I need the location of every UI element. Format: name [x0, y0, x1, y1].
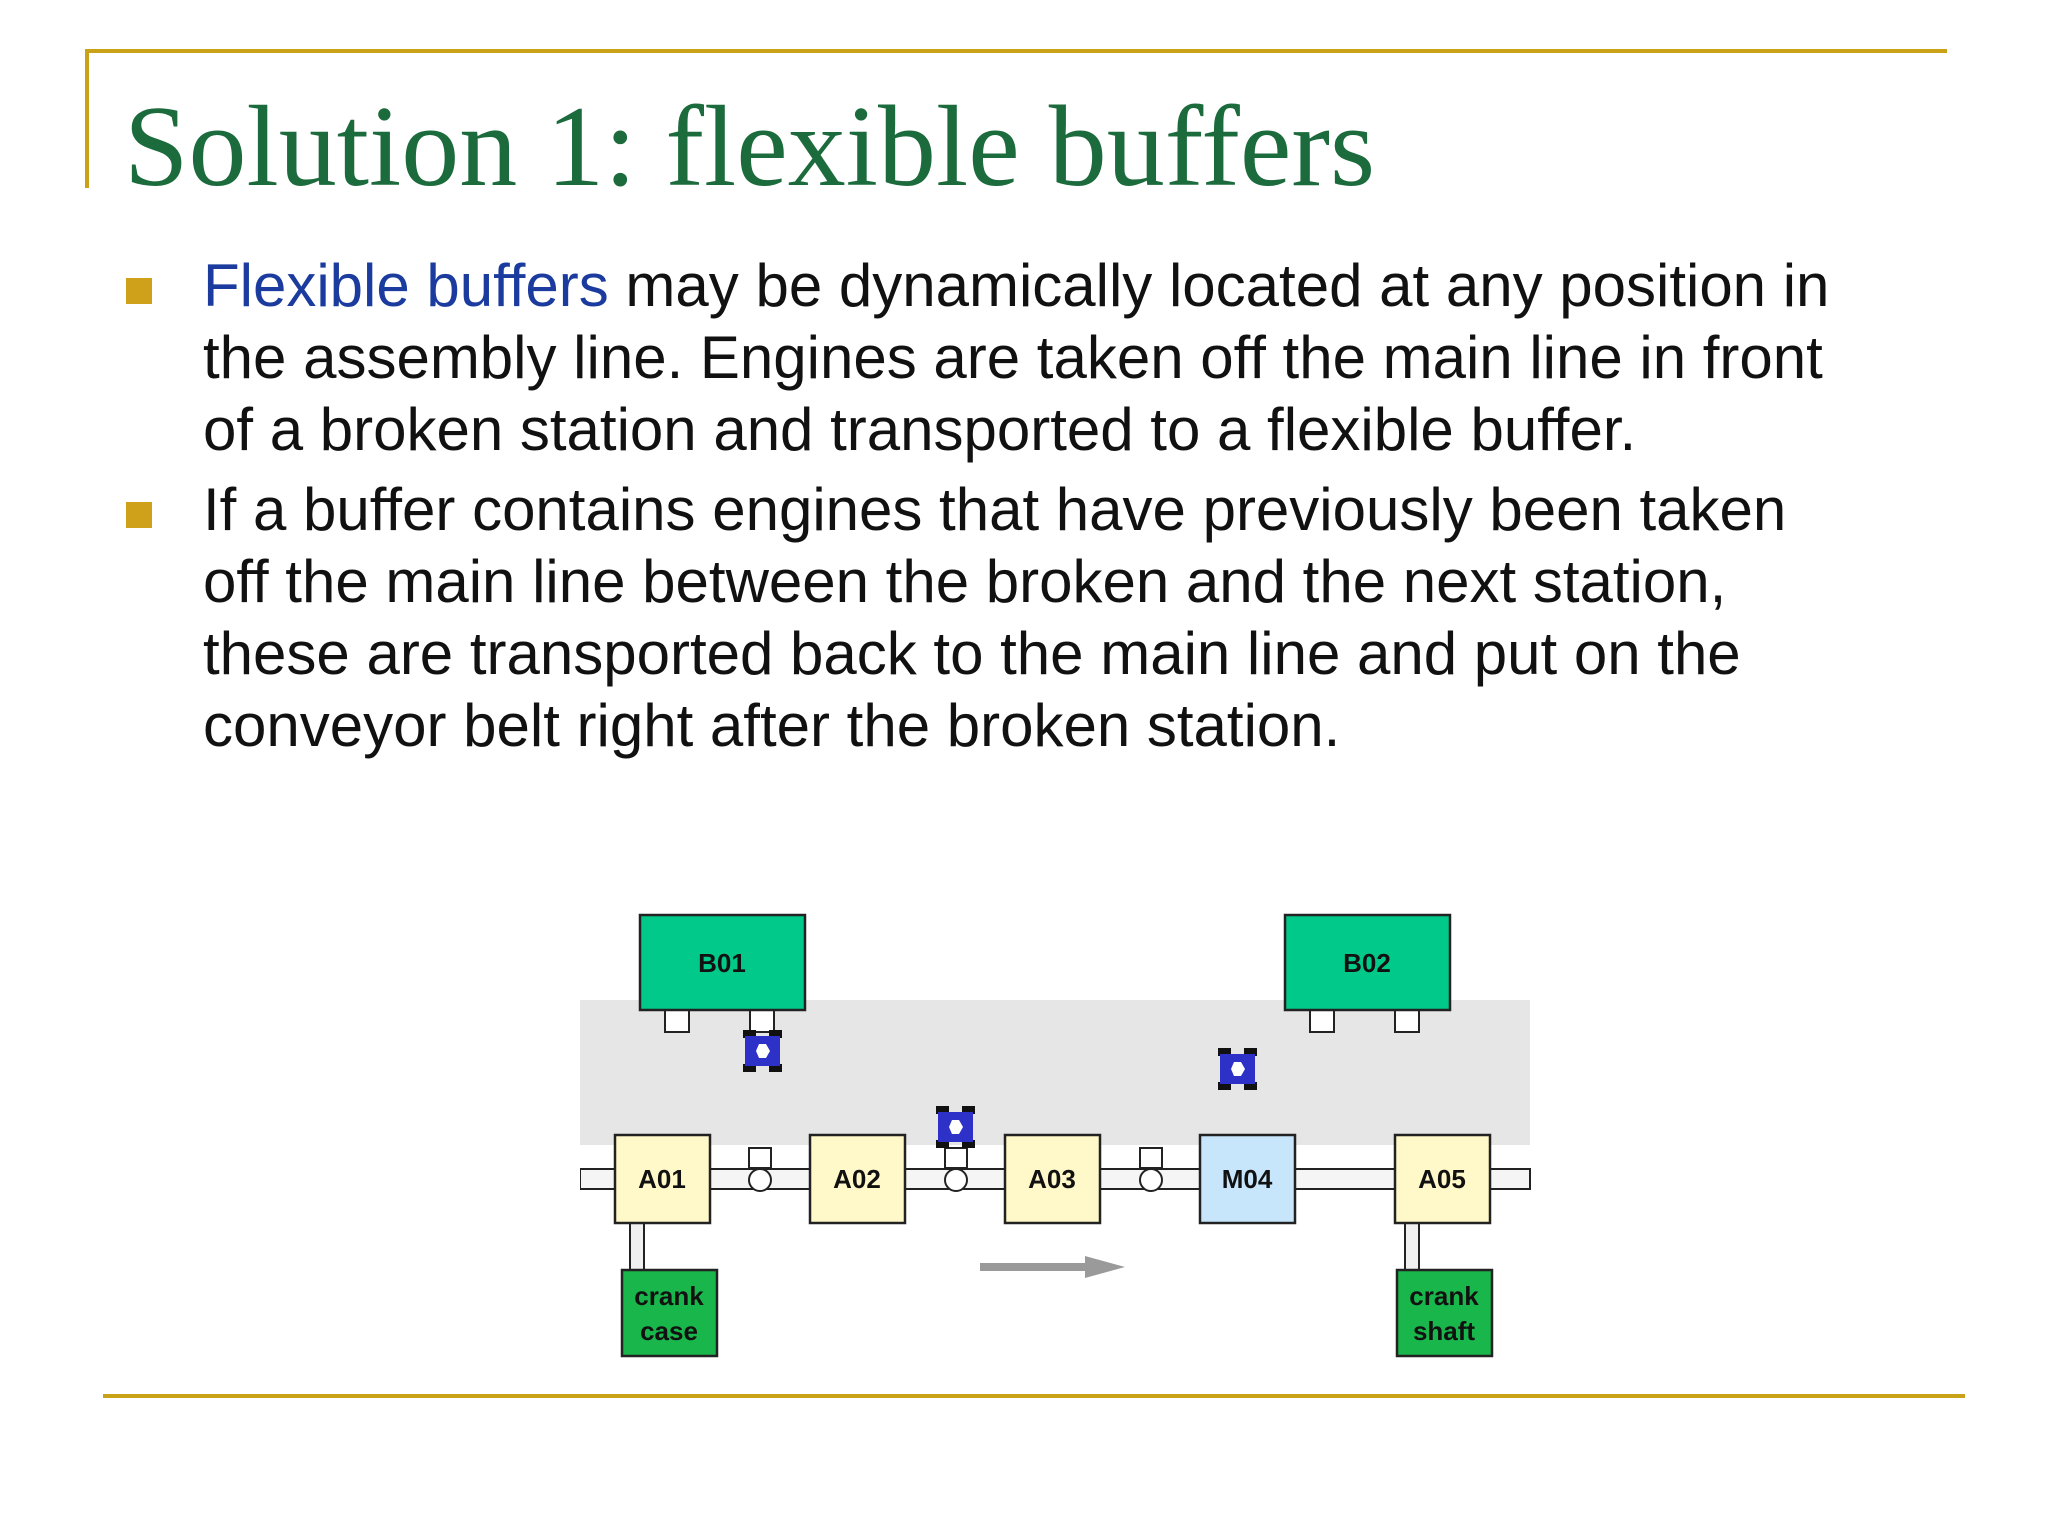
buffer-port — [749, 1009, 775, 1033]
buffer-port — [1309, 1009, 1335, 1033]
transport-vehicle-icon — [936, 1106, 975, 1148]
station-a05: A05 — [1393, 1133, 1492, 1225]
station-label: A05 — [1418, 1164, 1466, 1194]
supply-label-line: case — [640, 1316, 698, 1346]
supply-label-line: shaft — [1413, 1316, 1475, 1346]
assembly-line-diagram: B01 B02 A01 A02 A03 M04 A05 — [580, 913, 1531, 1358]
slide-title: Solution 1: flexible buffers — [124, 83, 1376, 211]
top-rule — [85, 49, 1947, 53]
station-label: A03 — [1028, 1164, 1076, 1194]
highlighted-term: Flexible buffers — [203, 252, 609, 319]
supply-crank-shaft: crank shaft — [1395, 1268, 1494, 1358]
square-bullet-icon — [126, 278, 152, 304]
station-a01: A01 — [613, 1133, 712, 1225]
station-m04: M04 — [1198, 1133, 1297, 1225]
station-a03: A03 — [1003, 1133, 1102, 1225]
transfer-point — [1139, 1147, 1163, 1192]
station-a02: A02 — [808, 1133, 907, 1225]
supply-crank-case: crank case — [620, 1268, 719, 1358]
buffer-port — [1394, 1009, 1420, 1033]
flow-direction-arrow-icon — [980, 1256, 1125, 1278]
transfer-point — [944, 1147, 968, 1192]
buffer-port — [664, 1009, 690, 1033]
station-label: A01 — [638, 1164, 686, 1194]
square-bullet-icon — [126, 502, 152, 528]
buffer-b01: B01 — [638, 913, 807, 1012]
bullet-item-1: Flexible buffers may be dynamically loca… — [126, 250, 1866, 466]
bullet-list: Flexible buffers may be dynamically loca… — [126, 250, 1866, 762]
buffer-label: B02 — [1343, 948, 1391, 978]
transport-vehicle-icon — [1218, 1048, 1257, 1090]
bullet-text: Flexible buffers may be dynamically loca… — [203, 250, 1866, 466]
bullet-text: If a buffer contains engines that have p… — [203, 476, 1787, 759]
supply-label-line: crank — [1409, 1281, 1479, 1311]
transport-vehicle-icon — [743, 1030, 782, 1072]
station-label: M04 — [1222, 1164, 1273, 1194]
buffer-area — [580, 1000, 1530, 1145]
bullet-item-2: If a buffer contains engines that have p… — [126, 474, 1866, 762]
bottom-rule — [103, 1394, 1965, 1398]
bullet-body: may be dynamically located at any positi… — [203, 252, 1830, 463]
supply-label-line: crank — [634, 1281, 704, 1311]
buffer-label: B01 — [698, 948, 746, 978]
station-label: A02 — [833, 1164, 881, 1194]
left-rule — [85, 49, 89, 188]
buffer-b02: B02 — [1283, 913, 1452, 1012]
transfer-point — [748, 1147, 772, 1192]
